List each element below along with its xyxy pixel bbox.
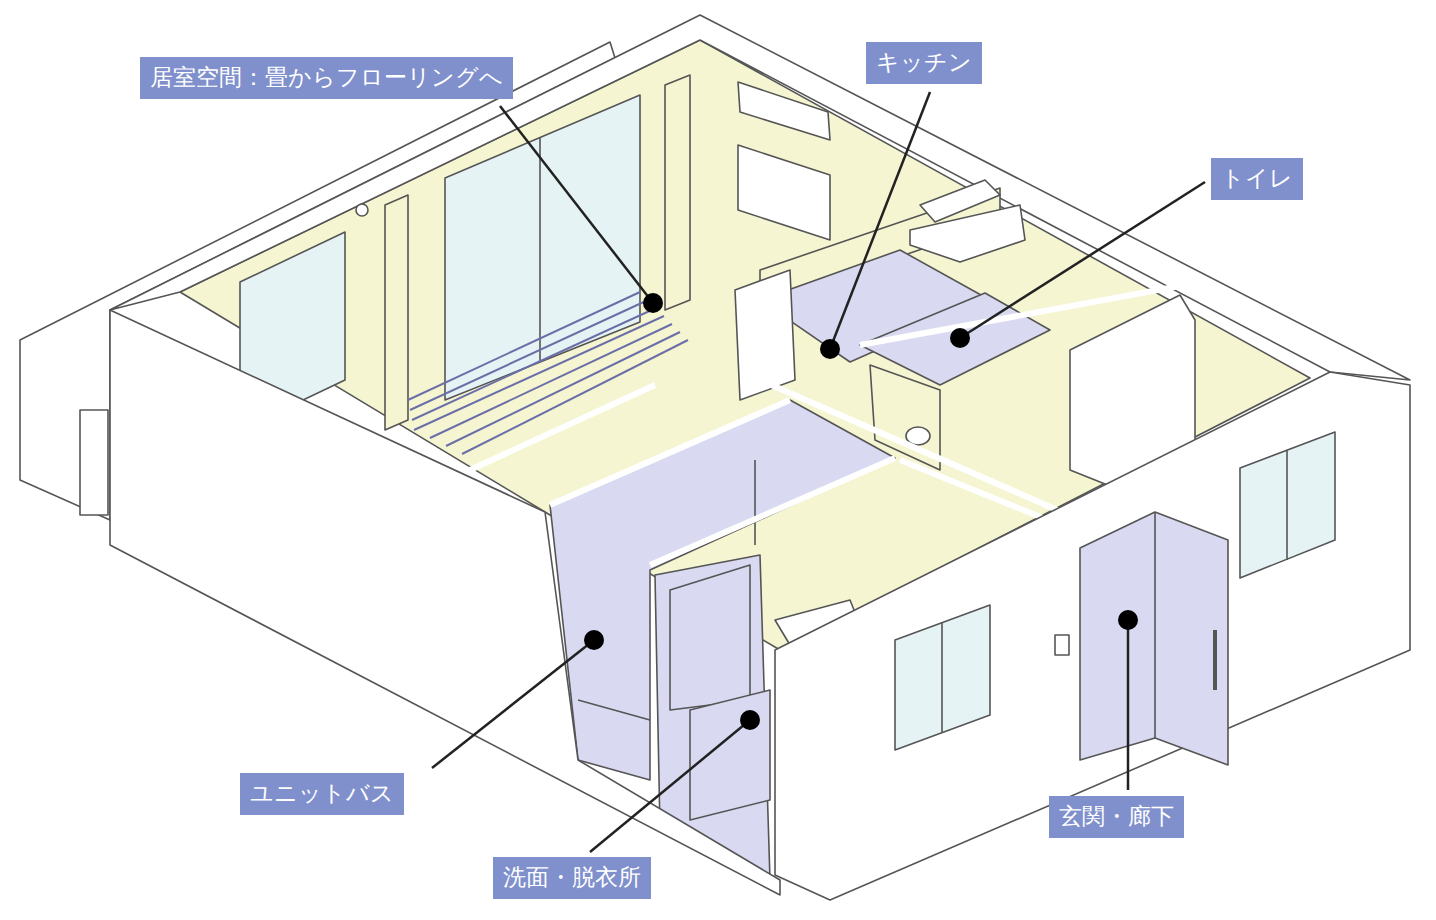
label-text: 洗面・脱衣所 bbox=[503, 863, 641, 893]
shower bbox=[754, 460, 756, 545]
vanity bbox=[690, 690, 770, 820]
label-text: キッチン bbox=[876, 48, 972, 78]
curtain bbox=[385, 195, 408, 430]
stripe bbox=[410, 300, 648, 410]
bathtub-edge bbox=[578, 700, 650, 720]
leader-line bbox=[590, 720, 750, 852]
wall-clock bbox=[356, 204, 368, 216]
door-edge bbox=[1154, 512, 1156, 738]
partition bbox=[790, 378, 1310, 400]
window-frame bbox=[1286, 450, 1288, 560]
range-hood bbox=[910, 205, 1025, 262]
outdoor-unit bbox=[80, 410, 108, 515]
callout-dot bbox=[643, 293, 663, 313]
leader-line bbox=[960, 182, 1205, 338]
stripe bbox=[414, 316, 664, 430]
label-text: 玄関・廊下 bbox=[1059, 802, 1174, 832]
label-text: トイレ bbox=[1221, 164, 1293, 194]
partition bbox=[760, 380, 1080, 520]
partition bbox=[470, 385, 655, 470]
label-text: ユニットバス bbox=[250, 779, 394, 809]
window bbox=[1240, 432, 1335, 578]
leader-line bbox=[1127, 620, 1130, 790]
intercom bbox=[1055, 635, 1069, 655]
callout-label: 居室空間：畳からフローリングへ bbox=[140, 57, 513, 99]
exterior-wall bbox=[775, 372, 1410, 900]
label-text: 居室空間：畳からフローリングへ bbox=[150, 63, 503, 93]
partition bbox=[650, 458, 895, 565]
callout-dot bbox=[740, 710, 760, 730]
window-frame bbox=[941, 622, 943, 732]
stripe bbox=[462, 340, 688, 454]
callout-label: 玄関・廊下 bbox=[1049, 796, 1184, 838]
partition bbox=[900, 460, 1060, 525]
leader-line bbox=[830, 92, 930, 349]
leader-line bbox=[500, 106, 653, 303]
exterior-wall bbox=[110, 310, 780, 895]
leader-line bbox=[432, 640, 594, 768]
air-conditioner bbox=[738, 82, 830, 140]
window bbox=[895, 605, 990, 750]
window-frame bbox=[539, 137, 541, 362]
stripe bbox=[430, 324, 672, 438]
curtain bbox=[665, 75, 690, 310]
callout-label: 洗面・脱衣所 bbox=[493, 857, 651, 899]
mirror-cabinet bbox=[670, 565, 750, 710]
entrance-door bbox=[1080, 512, 1228, 765]
callout-label: キッチン bbox=[866, 42, 982, 84]
building bbox=[20, 15, 1410, 900]
callout-dot bbox=[950, 328, 970, 348]
callout-label: ユニットバス bbox=[240, 773, 404, 815]
stripe bbox=[408, 292, 640, 400]
callout-dot bbox=[584, 630, 604, 650]
callout-dots bbox=[584, 293, 1138, 730]
door-handle bbox=[1213, 630, 1217, 690]
partition bbox=[860, 285, 1185, 345]
wall-panel bbox=[738, 145, 830, 240]
flooring-stripes bbox=[408, 292, 688, 454]
callout-dot bbox=[1118, 610, 1138, 630]
callout-dot bbox=[820, 339, 840, 359]
callout-label: トイレ bbox=[1211, 158, 1303, 200]
leader-lines bbox=[432, 92, 1205, 852]
